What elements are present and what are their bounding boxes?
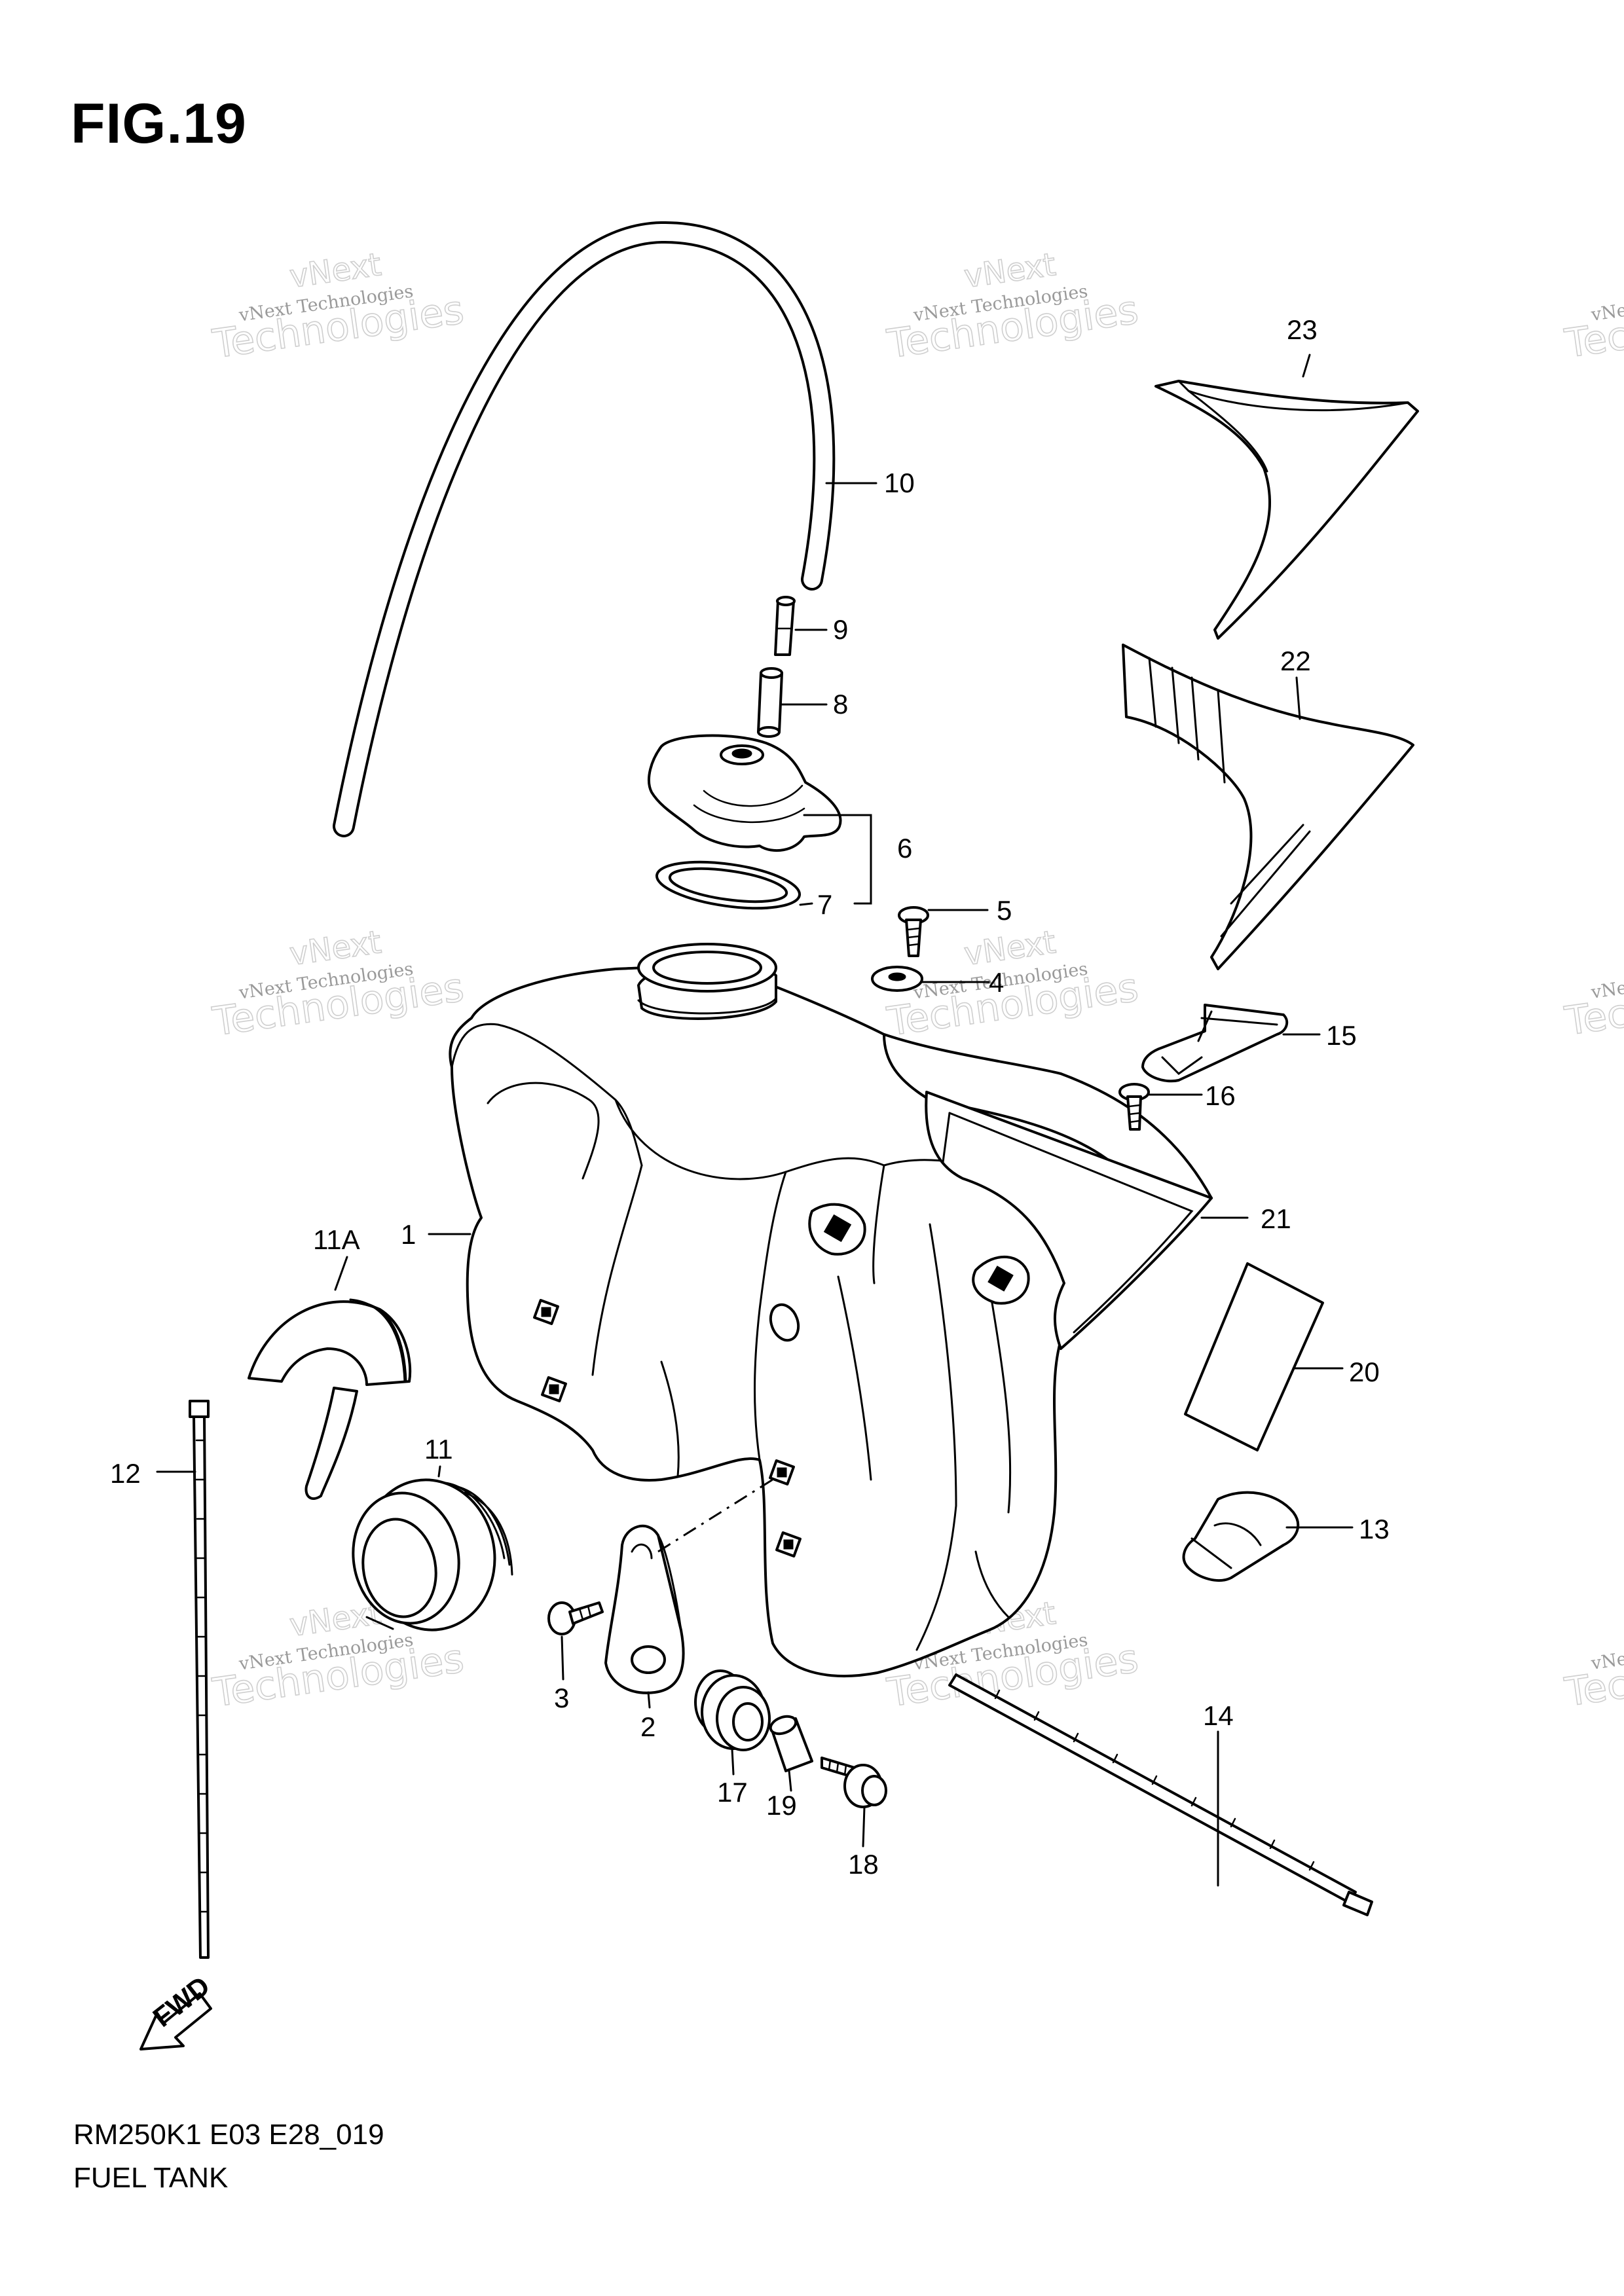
- callout-17: 17: [717, 1777, 748, 1808]
- watermark-group-1: vNext vNext Technologies Technologies: [209, 246, 467, 368]
- part-21-side-shroud: [925, 1091, 1213, 1350]
- callout-19: 19: [766, 1790, 797, 1821]
- watermark-group-edge-2: vNext Technologies Technologies: [1561, 958, 1624, 1046]
- watermark-group-edge-3: vNext Technologies Technologies: [1561, 1630, 1624, 1717]
- figure-title: FIG.19: [71, 92, 247, 155]
- callout-21: 21: [1261, 1203, 1291, 1234]
- part-13-cushion: [1182, 1491, 1300, 1582]
- callout-3: 3: [554, 1683, 569, 1713]
- part-2-bracket: [604, 1524, 685, 1694]
- watermark-technologies: Technologies: [1562, 964, 1624, 1045]
- watermark-group-edge-1: vNext Technologies Technologies: [1561, 281, 1624, 368]
- model-code: RM250K1 E03 E28_019: [73, 2119, 384, 2151]
- part-3-bolt: [547, 1601, 604, 1635]
- callout-4: 4: [989, 967, 1004, 998]
- callout-7: 7: [817, 889, 832, 920]
- part-9-pipe: [774, 596, 796, 656]
- part-11a-cover: [248, 1298, 412, 1500]
- callout-1: 1: [401, 1219, 416, 1250]
- part-20-pad: [1184, 1262, 1324, 1451]
- part-12-cable-tie: [189, 1400, 210, 1959]
- callout-11: 11: [424, 1434, 453, 1465]
- callout-12: 12: [110, 1458, 141, 1489]
- callout-10: 10: [884, 467, 915, 498]
- callout-8: 8: [833, 689, 848, 720]
- part-14-long-cable-tie: [948, 1673, 1373, 1916]
- part-17-grommet: [694, 1669, 771, 1751]
- part-23-shroud: [1154, 380, 1419, 640]
- leader-lines: [156, 354, 1354, 1887]
- callout-11a: 11A: [313, 1224, 360, 1255]
- callout-18: 18: [848, 1849, 879, 1880]
- watermark-technologies: Technologies: [1562, 287, 1624, 367]
- callout-13: 13: [1359, 1514, 1390, 1544]
- callout-14: 14: [1203, 1700, 1234, 1731]
- assembly-dash-line: [657, 1478, 773, 1553]
- part-5-screw: [898, 906, 929, 957]
- part-18-bolt: [821, 1757, 887, 1808]
- callout-2: 2: [640, 1711, 655, 1742]
- part-10-breather-hose: [333, 221, 836, 837]
- callout-9: 9: [833, 614, 848, 645]
- fwd-arrow-icon: FWD: [139, 1970, 215, 2050]
- callout-5: 5: [997, 895, 1012, 926]
- callout-6: 6: [897, 833, 912, 864]
- part-11-spring-clamp: [352, 1478, 513, 1631]
- callout-22: 22: [1280, 646, 1311, 676]
- callout-20: 20: [1349, 1357, 1380, 1387]
- part-6-fuel-cap: [648, 734, 842, 852]
- part-7-gasket: [655, 860, 802, 910]
- callout-15: 15: [1326, 1020, 1357, 1051]
- part-16-screw: [1118, 1083, 1150, 1131]
- watermark-group-2: vNext vNext Technologies Technologies: [883, 246, 1141, 368]
- part-8-pipe: [757, 667, 783, 738]
- part-4-washer: [871, 966, 923, 992]
- part-22-shroud: [1122, 644, 1414, 970]
- watermark-technologies: Technologies: [1562, 1635, 1624, 1716]
- part-19-collar: [769, 1715, 813, 1772]
- diagram-name: FUEL TANK: [73, 2162, 229, 2194]
- part-15-strap: [1141, 1004, 1289, 1083]
- callout-16: 16: [1205, 1080, 1236, 1111]
- callout-23: 23: [1287, 314, 1318, 345]
- watermark-group-3: vNext vNext Technologies Technologies: [209, 923, 467, 1046]
